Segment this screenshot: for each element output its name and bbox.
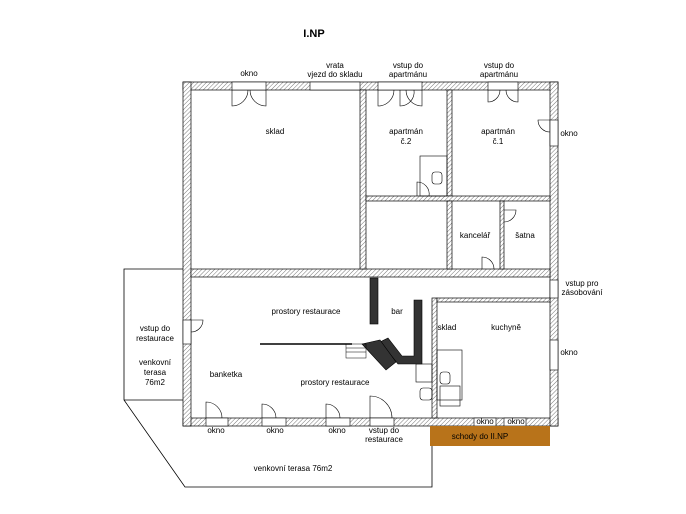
right-label-vstup-zasobovani-line1: vstup pro [566, 279, 599, 288]
right-label-okno-1: okno [560, 129, 578, 138]
room-label-kancelar: kancelář [460, 231, 491, 240]
room-label-sklad-small: sklad [438, 323, 457, 332]
top-label-vstup-apt1-line2: apartmánu [480, 70, 518, 79]
interior-walls [190, 89, 551, 419]
right-label-vstup-zasobovani-line2: zásobování [562, 288, 604, 297]
room-label-banketka: banketka [210, 370, 243, 379]
bottom-label-okno-5: okno [507, 417, 525, 426]
top-label-vrata-line2: vjezd do skladu [307, 70, 362, 79]
room-label-bar: bar [391, 307, 403, 316]
bottom-label-okno-2: okno [266, 426, 284, 435]
top-label-vstup-apt2-line2: apartmánu [389, 70, 427, 79]
top-label-vrata-line1: vrata [326, 61, 344, 70]
left-label-vstup-restaurace-line1: vstup do [140, 324, 171, 333]
room-label-prostory-restaurace-2: prostory restaurace [301, 378, 370, 387]
room-label-satna: šatna [515, 231, 535, 240]
room-label-prostory-restaurace-1: prostory restaurace [272, 307, 341, 316]
stairs-label: schody do II.NP [452, 432, 508, 441]
terrace-outline [123, 268, 433, 488]
left-label-terasa-line2: terasa [144, 368, 167, 377]
top-label-vstup-apt2-line1: vstup do [393, 61, 424, 70]
top-label-vstup-apt1-line1: vstup do [484, 61, 515, 70]
small-steps [345, 343, 367, 359]
left-label-terasa-line3: 76m2 [145, 378, 166, 387]
wall-openings [182, 81, 559, 427]
right-label-okno-2: okno [560, 348, 578, 357]
room-label-apartman1-line1: apartmán [481, 127, 515, 136]
stairs-block [430, 426, 550, 446]
bottom-label-okno-1: okno [207, 426, 225, 435]
room-label-apartman1-line2: č.1 [493, 137, 504, 146]
bathroom-fixtures [415, 155, 463, 407]
plan-title: I.NP [303, 28, 324, 40]
room-label-sklad: sklad [266, 127, 285, 136]
left-label-terasa-line1: venkovní [139, 358, 172, 367]
room-label-apartman2-line1: apartmán [389, 127, 423, 136]
bottom-label-okno-3: okno [328, 426, 346, 435]
room-label-kuchyne: kuchyně [491, 323, 521, 332]
bar-counter [361, 277, 423, 371]
room-label-apartman2-line2: č.2 [401, 137, 412, 146]
bottom-label-okno-4: okno [476, 417, 494, 426]
top-label-okno: okno [240, 69, 258, 78]
bottom-label-vstup-restaurace-line2: restaurace [365, 435, 403, 444]
door-swings [190, 89, 551, 419]
left-label-vstup-restaurace-line2: restaurace [136, 334, 174, 343]
bottom-label-terasa: venkovní terasa 76m2 [254, 464, 333, 473]
bottom-label-vstup-restaurace-line1: vstup do [369, 426, 400, 435]
